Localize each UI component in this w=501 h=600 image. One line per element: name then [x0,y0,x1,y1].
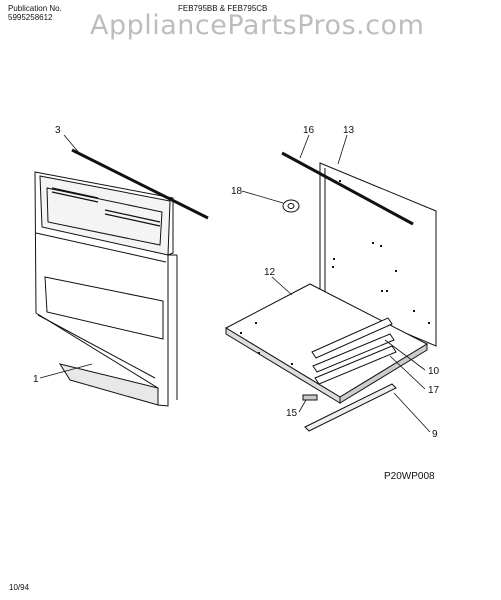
watermark: AppliancePartsPros.com [90,10,425,41]
callout-labels: 3 16 13 18 12 1 10 17 15 9 [33,125,440,440]
date-code: 10/94 [9,583,30,592]
callout-3: 3 [55,125,61,136]
panel-holes [240,180,430,365]
clip-part [302,394,318,401]
leader-lines [39,134,431,433]
callout-9: 9 [432,429,438,440]
callout-1: 1 [33,374,39,385]
vent-slots [51,187,161,227]
callout-18: 18 [231,186,243,197]
model-title: FEB795BB & FEB795CB [178,4,268,13]
callout-17: 17 [428,385,440,396]
plug-part [282,199,300,213]
shelf-plate-part [224,283,429,404]
publication-label: Publication No. [8,4,62,13]
callout-16: 16 [303,125,315,136]
rail-parts [311,317,397,385]
back-panel-part [319,162,437,347]
callout-13: 13 [343,125,355,136]
gasket-strip-part [71,148,209,220]
figure-code: P20WP008 [384,471,435,482]
callout-10: 10 [428,366,440,377]
publication-number: 5995258612 [8,13,53,22]
callout-12: 12 [264,267,276,278]
top-seal-part [281,151,414,226]
door-frame-part [34,171,178,407]
bottom-strip-part [304,383,397,432]
callout-15: 15 [286,408,298,419]
